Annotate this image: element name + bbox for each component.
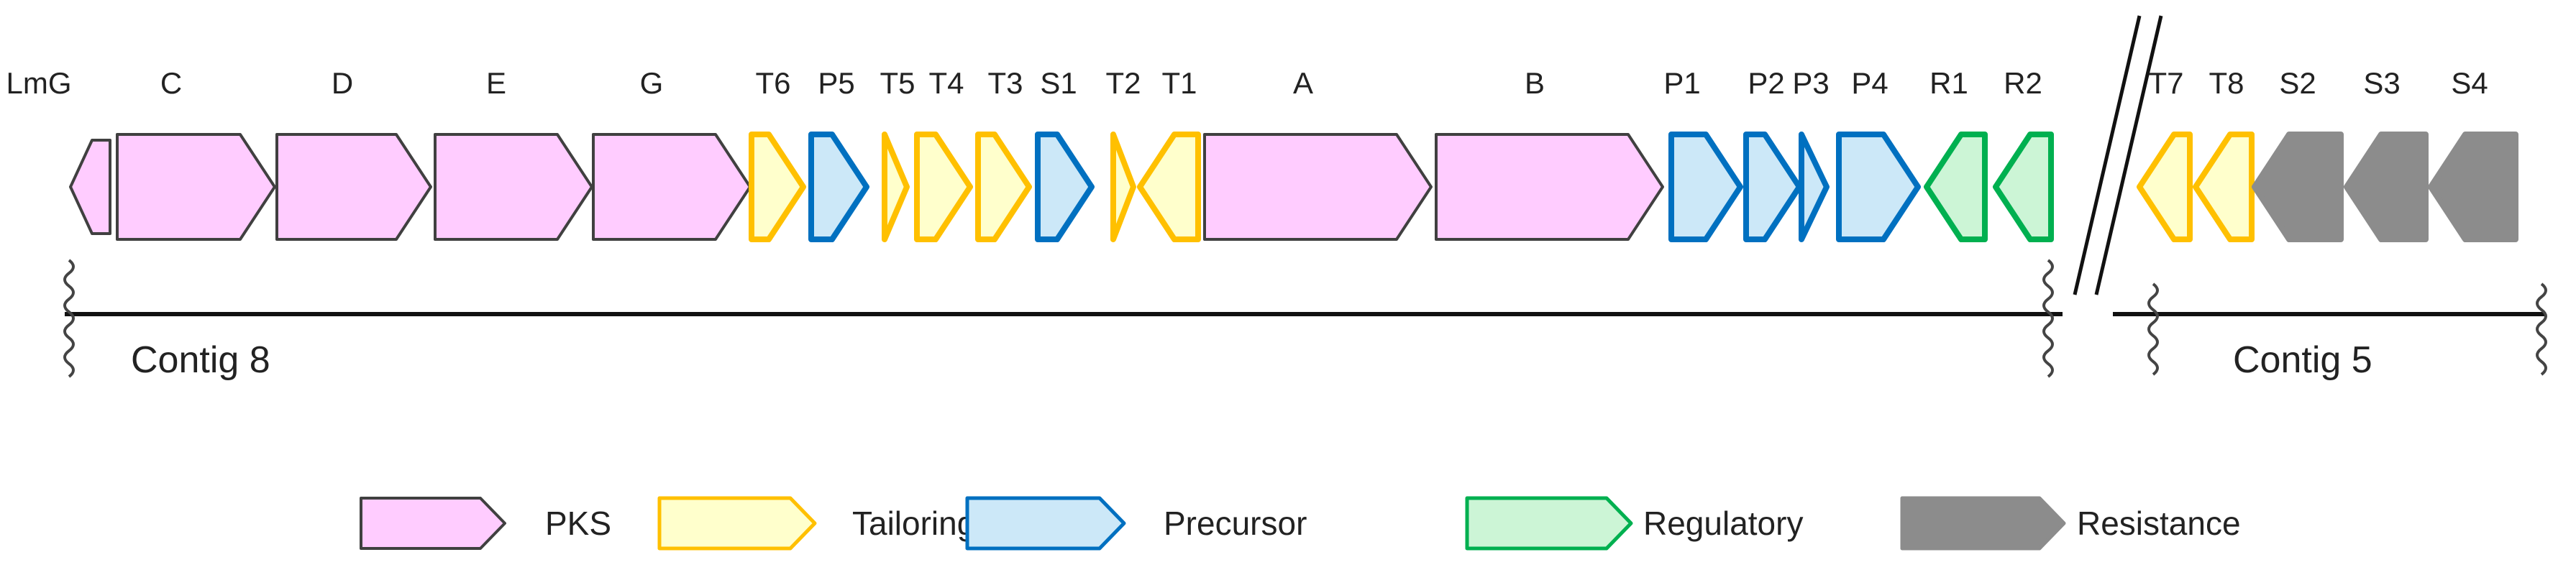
gene-t2-label: T2 [1105,66,1141,100]
legend-precursor-label: Precursor [1164,505,1307,542]
contig-8-left-end [63,259,75,378]
gene-lmg-label: LmG [6,66,71,100]
gene-t7-arrow [2137,132,2193,242]
gene-s4-arrow [2428,132,2518,242]
gene-b-label: B [1525,66,1545,100]
gene-p1-arrow [1668,132,1743,242]
gene-p4-arrow [1836,132,1921,242]
gene-r2-label: R2 [2004,66,2042,100]
gene-t5-arrow [882,132,910,242]
gene-t4-arrow [914,132,973,242]
gene-a-arrow [1203,133,1433,241]
legend-pks-swatch [360,497,506,550]
legend-tailoring-swatch [657,496,817,551]
gene-t7-label: T7 [2148,66,2183,100]
gene-p5-arrow [808,132,869,242]
gene-t1-label: T1 [1161,66,1197,100]
legend-pks-label: PKS [545,505,611,542]
gene-p2-arrow [1743,132,1802,242]
gene-p2-label: P2 [1748,66,1784,100]
contig-break-mark [2073,15,2142,295]
contig-8-label: Contig 8 [131,339,270,381]
gene-lmg-arrow [69,139,111,235]
gene-s2-label: S2 [2279,66,2316,100]
gene-s1-label: S1 [1040,66,1077,100]
contig-lines [63,15,2547,378]
gene-c-arrow [116,133,276,241]
gene-arrows [69,132,2518,242]
legend-regulatory-label: Regulatory [1643,505,1803,542]
contig-5-label: Contig 5 [2233,339,2372,381]
gene-t3-label: T3 [987,66,1023,100]
legend-precursor-swatch [965,496,1126,551]
gene-t8-label: T8 [2209,66,2244,100]
gene-r1-arrow [1924,132,1988,242]
legend: PKS Tailoring Precursor Regulatory Resistanc… [360,496,2241,551]
gene-s3-label: S3 [2363,66,2400,100]
gene-t8-arrow [2193,132,2255,242]
gene-t3-arrow [975,132,1032,242]
gene-t6-arrow [749,132,806,242]
gene-s4-label: S4 [2451,66,2488,100]
gene-d-arrow [275,133,432,241]
gene-t1-arrow [1137,132,1201,242]
contig-break-mark [2094,15,2163,295]
gene-p3-arrow [1799,132,1830,242]
gene-t6-label: T6 [755,66,790,100]
gene-g-arrow [592,133,752,241]
contig-5-right-end [2536,282,2547,376]
gene-p1-label: P1 [1663,66,1700,100]
gene-r2-arrow [1993,132,2054,242]
contig-labels: Contig 8 Contig 5 [131,339,2372,381]
gene-t4-label: T4 [928,66,964,100]
contig-8-right-end [2042,259,2054,378]
gene-t2-arrow [1110,132,1136,242]
gene-e-arrow [434,133,593,241]
gene-t5-label: T5 [880,66,915,100]
gene-s1-arrow [1035,132,1095,242]
gene-p4-label: P4 [1851,66,1888,100]
legend-resistance-label: Resistance [2077,505,2241,542]
gene-r1-label: R1 [1929,66,1968,100]
gene-p3-label: P3 [1792,66,1829,100]
gene-s3-arrow [2344,132,2429,242]
contig-5-left-end [2147,282,2159,376]
gene-g-label: G [640,66,664,100]
legend-resistance-swatch [1900,496,2066,551]
gene-e-label: E [486,66,506,100]
legend-tailoring-label: Tailoring [852,505,975,542]
gene-s2-arrow [2252,132,2344,242]
legend-regulatory-swatch [1465,496,1633,551]
gene-p5-label: P5 [818,66,854,100]
gene-c-label: C [160,66,182,100]
gene-b-arrow [1435,133,1664,241]
gene-a-label: A [1293,66,1313,100]
gene-d-label: D [332,66,353,100]
